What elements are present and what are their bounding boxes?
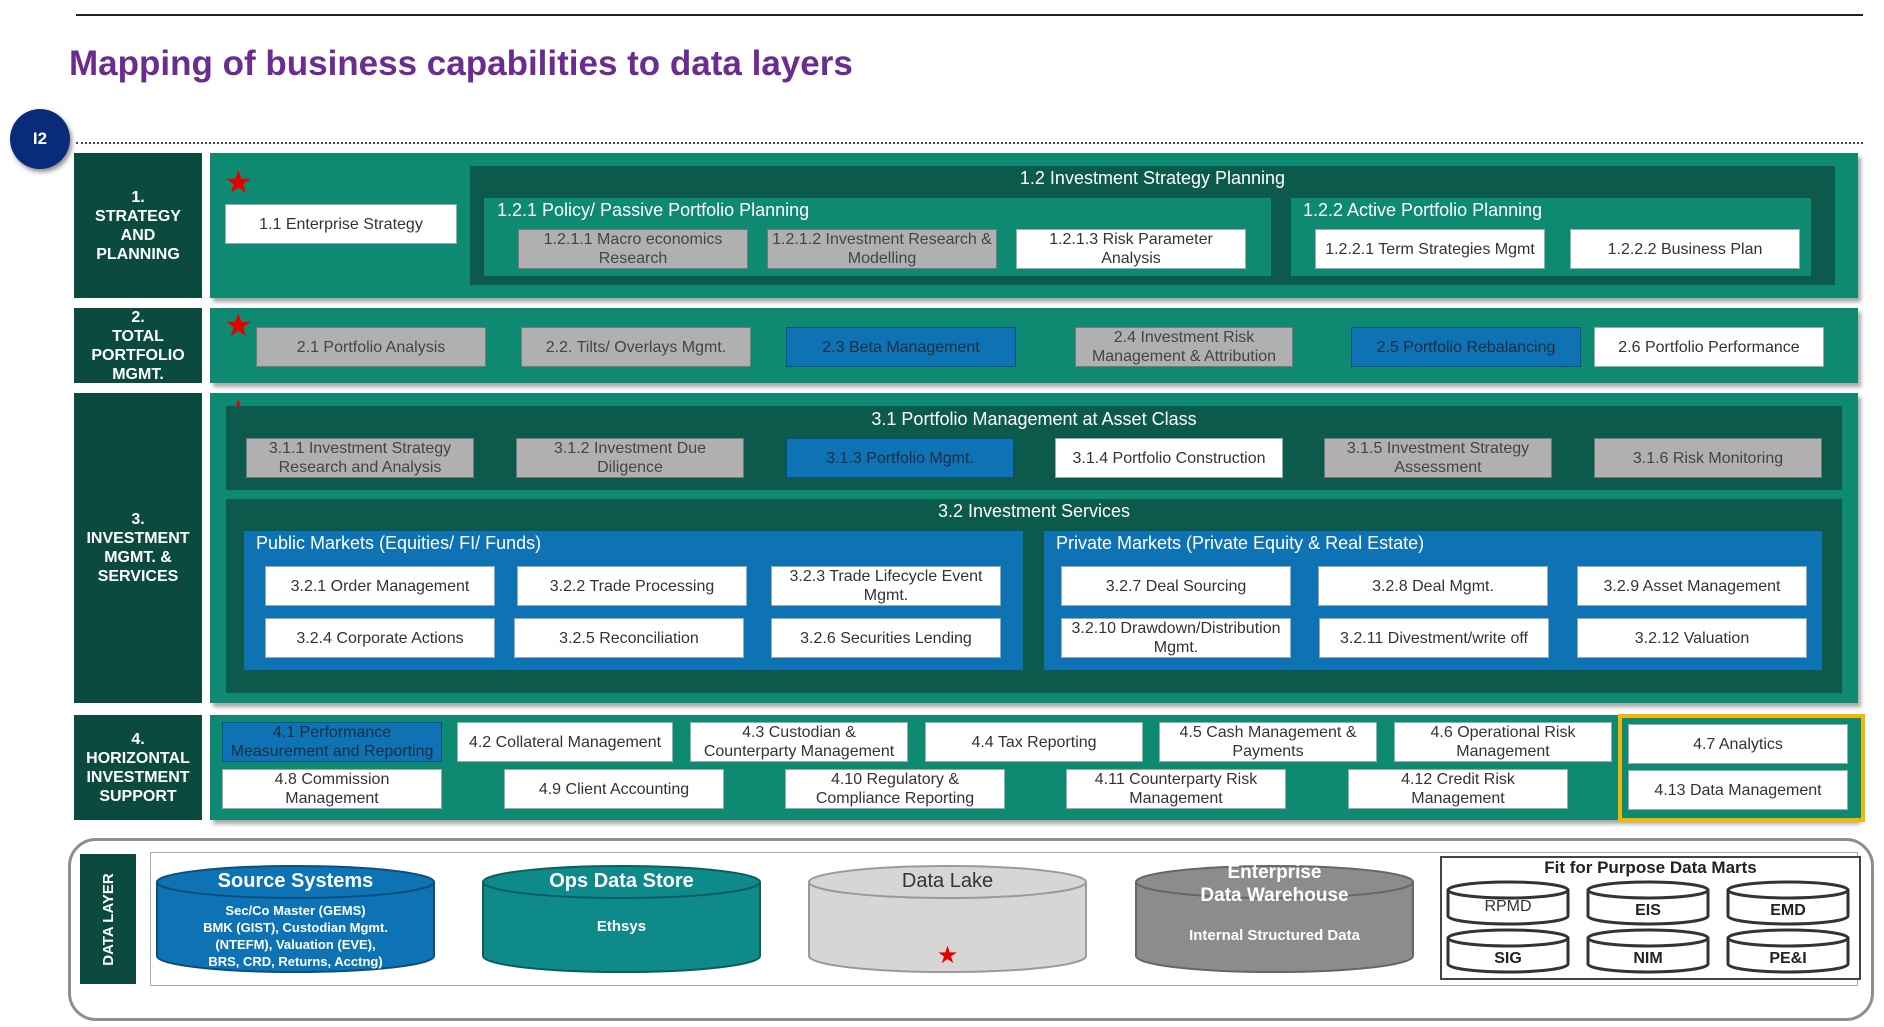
cap-4-11[interactable]: 4.11 Counterparty Risk Management	[1066, 769, 1286, 809]
data-mart-rpmd[interactable]: RPMD	[1484, 898, 1532, 915]
group-1-2-title: 1.2 Investment Strategy Planning	[1019, 168, 1286, 188]
database-icon	[1135, 865, 1414, 974]
star-icon: ★	[936, 942, 959, 969]
data-mart-pei[interactable]: PE&I	[1769, 950, 1807, 967]
cap-3-2-10[interactable]: 3.2.10 Drawdown/Distribution Mgmt.	[1061, 618, 1291, 658]
cap-3-2-1[interactable]: 3.2.1 Order Management	[265, 566, 495, 606]
database-icon	[808, 865, 1087, 974]
cap-4-4[interactable]: 4.4 Tax Reporting	[925, 722, 1143, 762]
cap-1-2-1-2[interactable]: 1.2.1.2 Investment Research & Modelling	[767, 229, 997, 269]
cap-4-13[interactable]: 4.13 Data Management	[1628, 770, 1848, 810]
star-icon: ★	[224, 307, 253, 343]
data-mart-nim[interactable]: NIM	[1633, 950, 1663, 967]
cap-4-8[interactable]: 4.8 Commission Management	[222, 769, 442, 809]
database-icon	[156, 865, 435, 974]
cap-2-6[interactable]: 2.6 Portfolio Performance	[1594, 327, 1824, 367]
dotted-divider	[76, 142, 1863, 144]
cap-2-4[interactable]: 2.4 Investment Risk Management & Attribu…	[1075, 327, 1293, 367]
cap-1-2-2-1[interactable]: 1.2.2.1 Term Strategies Mgmt	[1315, 229, 1545, 269]
cap-1-2-1-3[interactable]: 1.2.1.3 Risk Parameter Analysis	[1016, 229, 1246, 269]
cap-3-1-4[interactable]: 3.1.4 Portfolio Construction	[1055, 438, 1283, 478]
data-layer-label: DATA LAYER	[80, 854, 136, 984]
page-title: Mapping of business capabilities to data…	[69, 44, 853, 83]
data-lake-store[interactable]: Data Lake ★	[807, 864, 1088, 974]
cap-4-10[interactable]: 4.10 Regulatory & Compliance Reporting	[785, 769, 1005, 809]
cap-4-5[interactable]: 4.5 Cash Management & Payments	[1159, 722, 1377, 762]
cap-2-5[interactable]: 2.5 Portfolio Rebalancing	[1351, 327, 1581, 367]
data-mart-emd[interactable]: EMD	[1770, 902, 1806, 919]
row-label-investment: 3. INVESTMENT MGMT. & SERVICES	[74, 393, 202, 703]
cap-3-1-6[interactable]: 3.1.6 Risk Monitoring	[1594, 438, 1822, 478]
database-icon	[482, 865, 761, 974]
cap-4-12[interactable]: 4.12 Credit Risk Management	[1348, 769, 1568, 809]
cap-3-2-2[interactable]: 3.2.2 Trade Processing	[517, 566, 747, 606]
cap-3-2-4[interactable]: 3.2.4 Corporate Actions	[265, 618, 495, 658]
private-markets-title: Private Markets (Private Equity & Real E…	[1056, 533, 1425, 553]
group-3-1-title: 3.1 Portfolio Management at Asset Class	[871, 409, 1197, 429]
data-lake-title: Data Lake	[901, 870, 994, 892]
cap-1-2-1-1[interactable]: 1.2.1.1 Macro economics Research	[518, 229, 748, 269]
ods-store[interactable]: Ops Data Store Ethsys	[481, 864, 762, 974]
ods-body: Ethsys	[596, 918, 647, 935]
edw-title: Enterprise Data Warehouse	[1200, 862, 1349, 906]
cap-4-6[interactable]: 4.6 Operational Risk Management	[1394, 722, 1612, 762]
cap-3-2-8[interactable]: 3.2.8 Deal Mgmt.	[1318, 566, 1548, 606]
cap-4-7[interactable]: 4.7 Analytics	[1628, 724, 1848, 764]
ods-title: Ops Data Store	[549, 870, 694, 892]
cap-4-1[interactable]: 4.1 Performance Measurement and Reportin…	[222, 722, 442, 762]
cap-3-2-5[interactable]: 3.2.5 Reconciliation	[514, 618, 744, 658]
group-3-2-title: 3.2 Investment Services	[937, 501, 1131, 521]
source-systems-body: Sec/Co Master (GEMS) BMK (GIST), Custodi…	[203, 903, 388, 969]
edw-store[interactable]: Enterprise Data Warehouse Internal Struc…	[1134, 862, 1415, 974]
cap-3-2-3[interactable]: 3.2.3 Trade Lifecycle Event Mgmt.	[771, 566, 1001, 606]
cap-3-2-7[interactable]: 3.2.7 Deal Sourcing	[1061, 566, 1291, 606]
cap-4-9[interactable]: 4.9 Client Accounting	[504, 769, 724, 809]
source-systems-title: Source Systems	[217, 870, 374, 892]
data-mart-sig[interactable]: SIG	[1494, 950, 1522, 967]
group-3-1	[226, 406, 1842, 490]
group-1-2-2-title: 1.2.2 Active Portfolio Planning	[1303, 200, 1543, 220]
top-rule	[76, 14, 1863, 16]
cap-1-1[interactable]: 1.1 Enterprise Strategy	[225, 204, 457, 244]
cap-2-1[interactable]: 2.1 Portfolio Analysis	[256, 327, 486, 367]
star-icon: ★	[224, 164, 253, 200]
cap-1-2-2-2[interactable]: 1.2.2.2 Business Plan	[1570, 229, 1800, 269]
cap-3-2-12[interactable]: 3.2.12 Valuation	[1577, 618, 1807, 658]
group-1-2-1-title: 1.2.1 Policy/ Passive Portfolio Planning	[497, 200, 810, 220]
public-markets-title: Public Markets (Equities/ FI/ Funds)	[256, 533, 542, 553]
cap-3-1-3[interactable]: 3.1.3 Portfolio Mgmt.	[786, 438, 1014, 478]
row-label-support: 4. HORIZONTAL INVESTMENT SUPPORT	[74, 715, 202, 820]
cap-2-2[interactable]: 2.2. Tilts/ Overlays Mgmt.	[521, 327, 751, 367]
slide-badge: I2	[10, 109, 70, 169]
edw-body: Internal Structured Data	[1189, 927, 1360, 944]
cap-3-2-6[interactable]: 3.2.6 Securities Lending	[771, 618, 1001, 658]
data-mart-eis[interactable]: EIS	[1635, 902, 1661, 919]
row-label-strategy: 1. STRATEGY AND PLANNING	[74, 153, 202, 298]
row-label-portfolio: 2. TOTAL PORTFOLIO MGMT.	[74, 308, 202, 383]
cap-3-1-2[interactable]: 3.1.2 Investment Due Diligence	[516, 438, 744, 478]
cap-4-3[interactable]: 4.3 Custodian & Counterparty Management	[690, 722, 908, 762]
cap-3-1-5[interactable]: 3.1.5 Investment Strategy Assessment	[1324, 438, 1552, 478]
cap-3-2-11[interactable]: 3.2.11 Divestment/write off	[1319, 618, 1549, 658]
source-systems-store[interactable]: Source Systems Sec/Co Master (GEMS) BMK …	[155, 864, 436, 974]
data-layer-label-text: DATA LAYER	[99, 872, 117, 966]
cap-3-2-9[interactable]: 3.2.9 Asset Management	[1577, 566, 1807, 606]
data-marts-cylinders	[1446, 880, 1850, 974]
cap-3-1-1[interactable]: 3.1.1 Investment Strategy Research and A…	[246, 438, 474, 478]
cap-2-3[interactable]: 2.3 Beta Management	[786, 327, 1016, 367]
cap-4-2[interactable]: 4.2 Collateral Management	[457, 722, 673, 762]
data-marts-title: Fit for Purpose Data Marts	[1544, 858, 1757, 877]
